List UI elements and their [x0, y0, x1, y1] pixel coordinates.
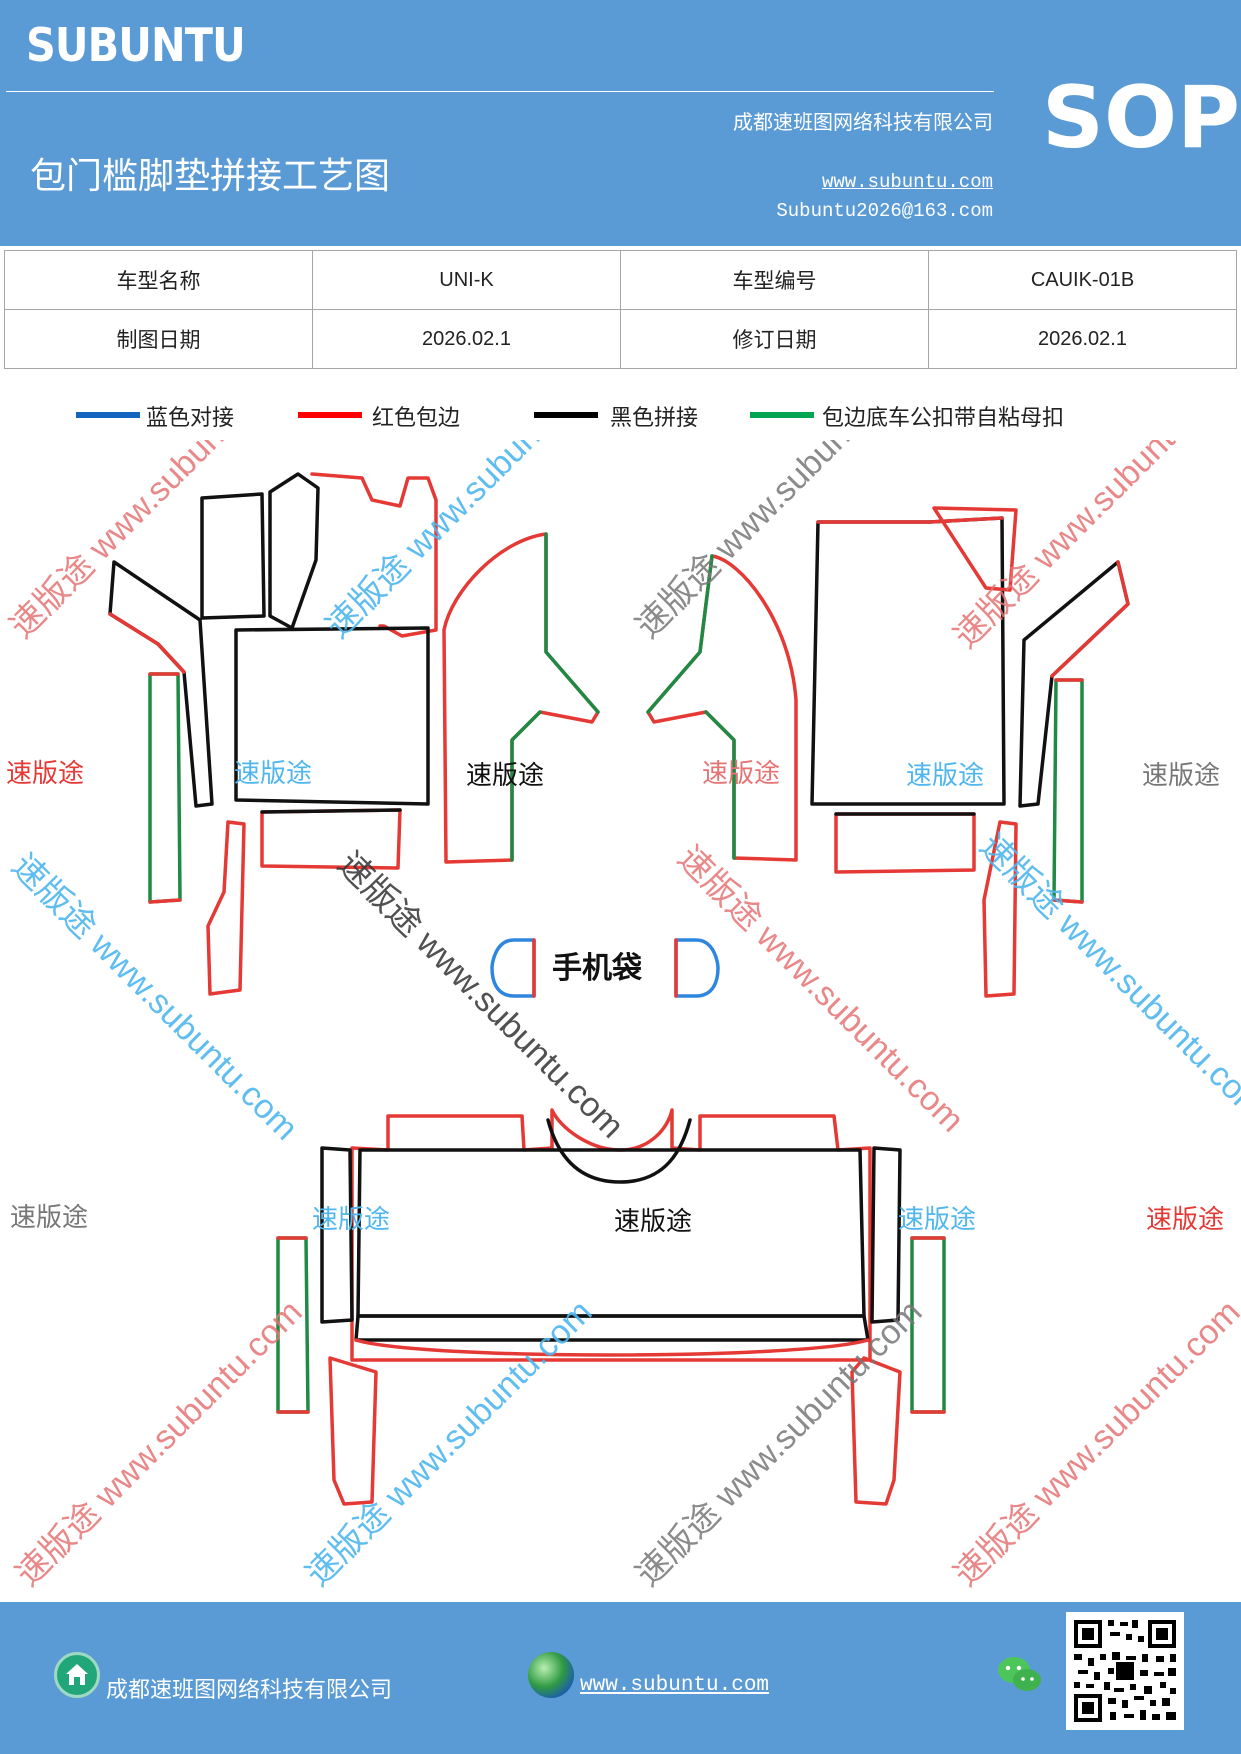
qr-code-icon	[1066, 1612, 1184, 1730]
brand-mark: 速版途	[10, 1203, 88, 1233]
mat-piece-outline	[1052, 678, 1084, 904]
watermark-text: 速版途 www.subuntu.com	[319, 440, 620, 646]
brand-mark: 速版途	[702, 759, 780, 789]
mat-piece-outline	[834, 812, 976, 874]
mat-piece-outline	[260, 808, 402, 814]
watermark-text: 速版途 www.subuntu.com	[299, 1293, 600, 1594]
mat-piece-outline	[268, 472, 320, 630]
mat-piece-outline	[932, 506, 1018, 592]
brand-marks: 速版途 速版途 速版途 速版途 速版途 速版途 速版途 速版途 速版途 速版途 …	[6, 759, 1224, 1237]
legend-label-green: 包边底车公扣带自粘母扣	[822, 406, 1065, 431]
model-code-value: CAUIK-01B	[928, 250, 1237, 310]
mat-piece-outline	[354, 1314, 870, 1342]
mat-piece-outline	[1050, 560, 1130, 678]
mat-piece-outline	[354, 1338, 870, 1357]
mat-piece-outline	[870, 1146, 902, 1324]
mat-piece-outline	[276, 1236, 310, 1414]
company-name: 成都速班图网络科技有限公司	[733, 110, 993, 134]
page-title: 包门槛脚垫拼接工艺图	[30, 156, 391, 197]
legend-label-blue: 蓝色对接	[146, 406, 235, 431]
brand-mark: 速版途	[1142, 761, 1220, 791]
watermark-text: 速版途 www.subuntu.com	[330, 845, 631, 1146]
vehicle-info-table: 车型名称 UNI-K 车型编号 CAUIK-01B 制图日期 2026.02.1…	[4, 250, 1237, 369]
mat-piece-outline	[108, 560, 214, 808]
wechat-icon[interactable]	[996, 1654, 1044, 1700]
mat-piece-outline	[910, 1236, 946, 1414]
watermark-text: 速版途 www.subuntu.com	[629, 1293, 930, 1594]
watermark-text: 速版途 www.subuntu.com	[947, 440, 1241, 656]
mat-piece-outline	[1018, 560, 1130, 808]
footer-company-name: 成都速班图网络科技有限公司	[106, 1678, 393, 1703]
mat-piece-outline	[442, 532, 600, 864]
legend-swatch-red	[298, 412, 362, 418]
table-row: 车型名称 UNI-K 车型编号 CAUIK-01B	[4, 250, 1237, 310]
mat-piece-outline	[350, 1108, 872, 1362]
phone-pocket-left	[490, 938, 536, 998]
mat-piece-outline	[510, 710, 542, 862]
header-divider	[6, 91, 994, 92]
mat-piece-outline	[320, 1146, 354, 1324]
mat-piece-outline	[206, 820, 246, 996]
mat-piece-outline	[850, 1356, 902, 1506]
footer-website-link[interactable]: www.subuntu.com	[580, 1674, 770, 1697]
model-name-value: UNI-K	[312, 250, 621, 310]
watermark-text: 速版途 www.subuntu.com	[4, 847, 305, 1148]
mat-piece-outline	[148, 672, 182, 904]
mat-piece-outline	[200, 492, 266, 620]
mat-piece-outline	[260, 808, 402, 870]
brand-mark: 速版途	[614, 1207, 692, 1237]
revise-date-value: 2026.02.1	[928, 309, 1237, 369]
home-badge-icon	[54, 1652, 100, 1698]
mat-piece-outline	[328, 1356, 378, 1506]
legend-swatch-green	[750, 412, 814, 418]
mat-piece-outline	[982, 820, 1018, 998]
mat-piece-outline	[1052, 678, 1084, 904]
header-banner: SUBUNTU 包门槛脚垫拼接工艺图 成都速班图网络科技有限公司 www.sub…	[0, 0, 1241, 246]
mat-piece-outline	[544, 532, 600, 714]
watermark-text: 速版途 www.subuntu.com	[670, 839, 971, 1140]
revise-date-label: 修订日期	[620, 309, 929, 369]
watermark-text: 速版途 www.subuntu.com	[629, 440, 930, 646]
mat-piece-outline	[234, 626, 430, 806]
mat-piece-outline	[356, 1148, 866, 1318]
mat-piece-outline	[310, 472, 438, 638]
website-link[interactable]: www.subuntu.com	[821, 171, 993, 193]
legend-swatch-blue	[76, 412, 140, 418]
draw-date-value: 2026.02.1	[312, 309, 621, 369]
footer-bar: 成都速班图网络科技有限公司 www.subuntu.com	[0, 1602, 1241, 1754]
model-code-label: 车型编号	[620, 250, 929, 310]
email-address[interactable]: Subuntu2026@163.com	[776, 200, 993, 222]
edge-legend: 蓝色对接 红色包边 黑色拼接 包边底车公扣带自粘母扣	[0, 400, 1241, 440]
mat-piece-outline	[816, 516, 1004, 524]
model-name-label: 车型名称	[4, 250, 313, 310]
brand-mark: 速版途	[234, 759, 312, 789]
draw-date-label: 制图日期	[4, 309, 313, 369]
phone-pocket-right	[674, 938, 720, 998]
mat-piece-outline	[646, 554, 714, 714]
brand-mark: 速版途	[466, 761, 544, 791]
brand-logo: SUBUNTU	[26, 18, 246, 72]
phone-pocket-label: 手机袋	[552, 951, 642, 986]
legend-label-black: 黑色拼接	[610, 406, 699, 431]
mat-layout-diagram: 速版途 www.subuntu.com 速版途 www.subuntu.com …	[3, 440, 1241, 1594]
brand-mark: 速版途	[898, 1205, 976, 1235]
brand-mark: 速版途	[906, 761, 984, 791]
watermark-text: 速版途 www.subuntu.com	[947, 1293, 1241, 1594]
brand-mark: 速版途	[312, 1205, 390, 1235]
mat-piece-outline	[108, 612, 186, 674]
legend-label-red: 红色包边	[372, 406, 461, 431]
table-row: 制图日期 2026.02.1 修订日期 2026.02.1	[4, 309, 1237, 369]
mat-piece-outline	[546, 1118, 692, 1184]
brand-mark: 速版途	[1146, 1205, 1224, 1235]
mat-piece-outline	[148, 672, 182, 904]
watermark-text: 速版途 www.subuntu.com	[9, 1293, 310, 1594]
mat-piece-outline	[704, 710, 736, 860]
globe-icon	[528, 1652, 574, 1698]
brand-mark: 速版途	[6, 759, 84, 789]
legend-swatch-black	[534, 412, 598, 418]
doc-type-badge: SOP	[1042, 68, 1241, 168]
